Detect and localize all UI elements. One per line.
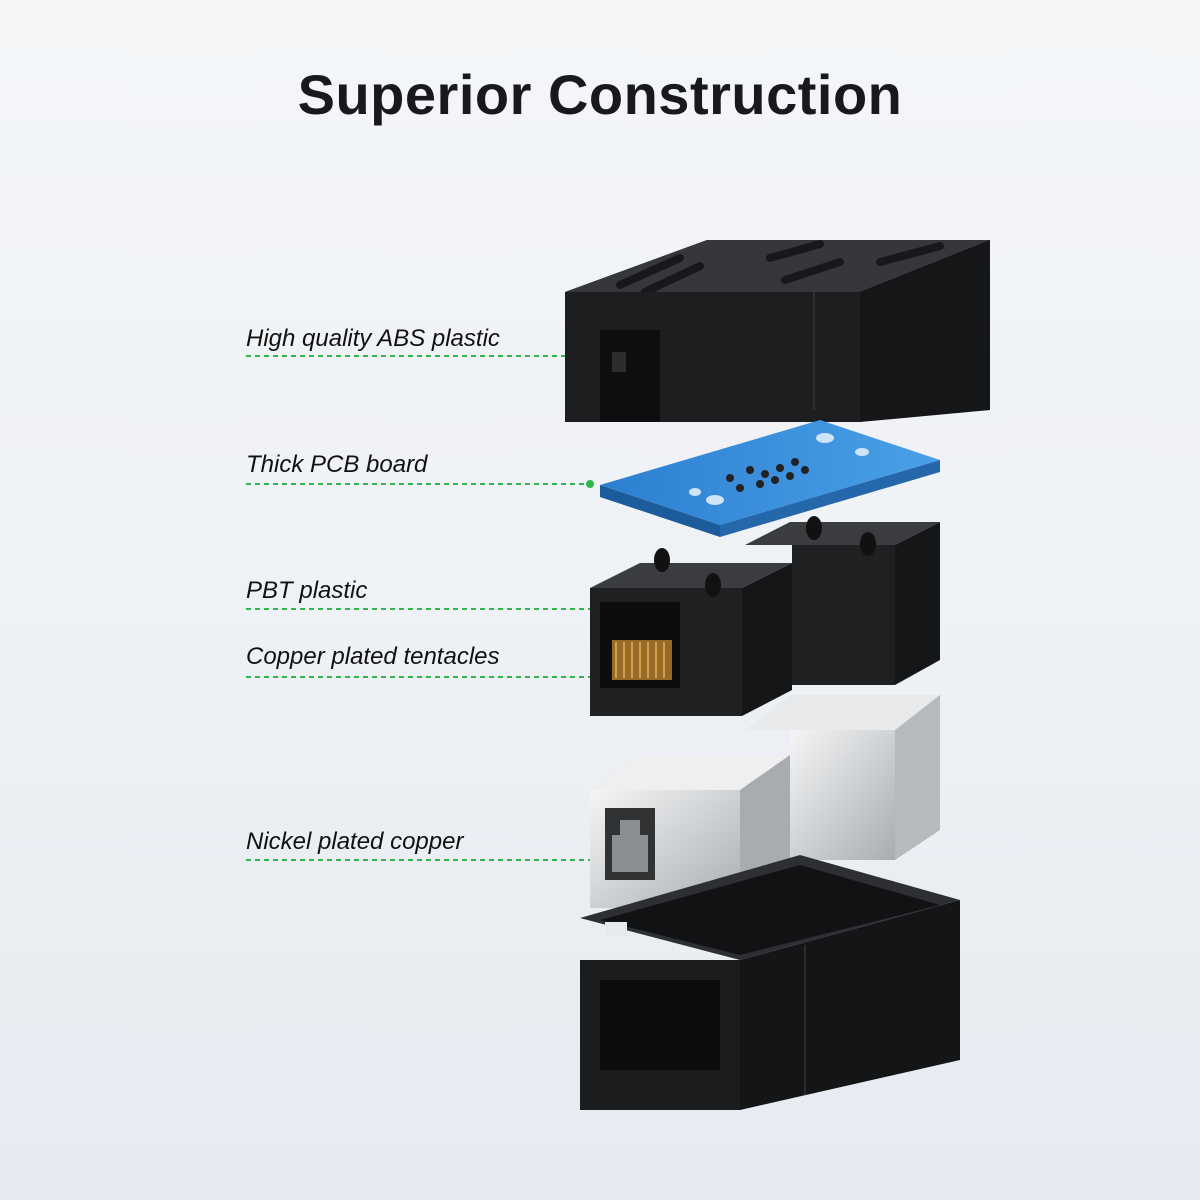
- nickel-shell-back: [745, 695, 940, 860]
- leader-lines: [246, 355, 652, 861]
- label-pcb-board: Thick PCB board: [246, 451, 428, 478]
- pbt-jack-back: [745, 516, 940, 685]
- page-title: Superior Construction: [297, 63, 903, 126]
- pcb-board: [600, 420, 940, 537]
- label-copper-tentacles: Copper plated tentacles: [246, 643, 500, 670]
- abs-housing-bottom: [580, 855, 960, 1110]
- label-nickel-copper: Nickel plated copper: [246, 828, 464, 855]
- label-abs-plastic: High quality ABS plastic: [246, 325, 500, 352]
- pbt-jack-front: [590, 548, 792, 716]
- leader-dot-pcb: [586, 480, 594, 488]
- abs-housing-top: [565, 240, 990, 422]
- label-pbt-plastic: PBT plastic: [246, 577, 368, 604]
